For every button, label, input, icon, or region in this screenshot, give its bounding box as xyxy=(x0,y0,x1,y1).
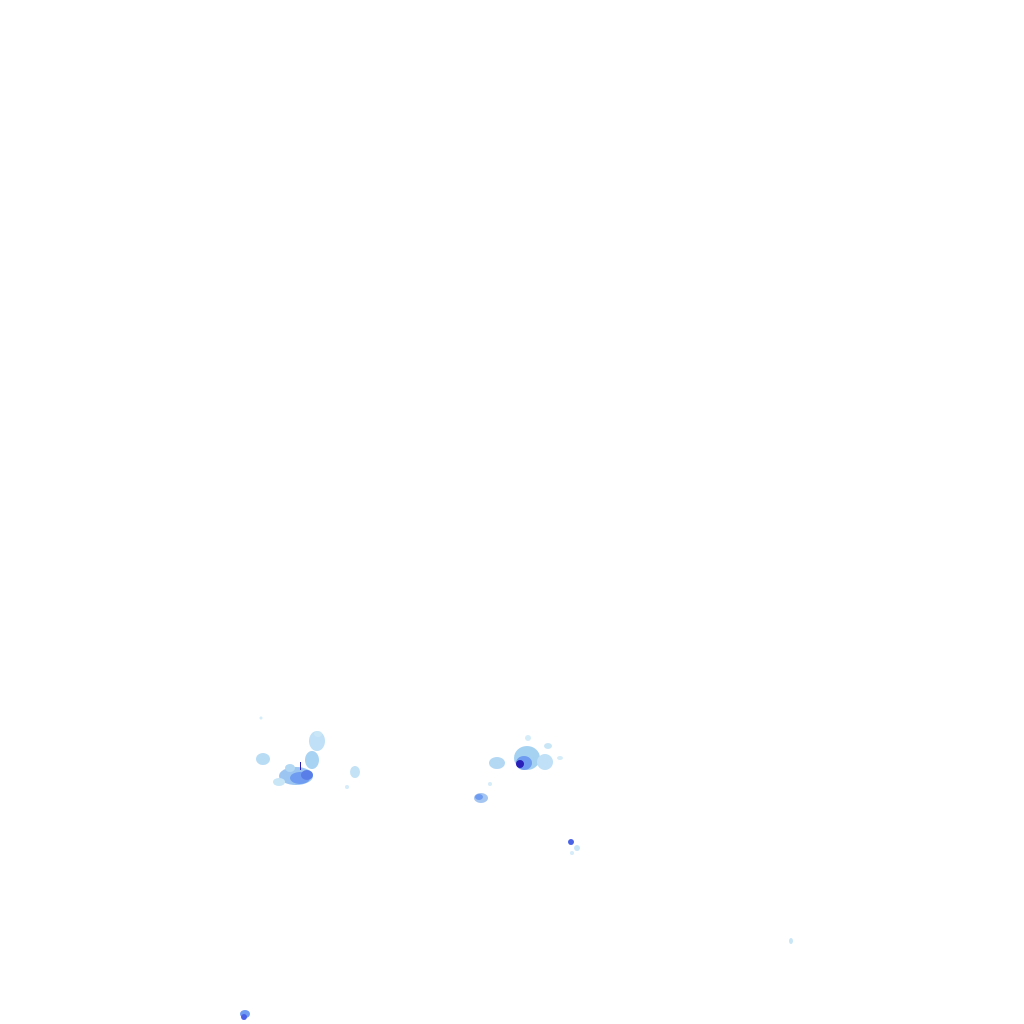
echo-blob xyxy=(570,851,574,855)
echo-blob xyxy=(475,794,483,800)
echo-blob xyxy=(273,778,285,786)
echo-blob xyxy=(259,716,263,720)
echo-blob xyxy=(789,938,793,944)
echo-cell-central-south xyxy=(474,782,492,803)
echo-blob xyxy=(301,770,313,780)
echo-speck-east xyxy=(789,938,793,944)
echo-blob xyxy=(537,754,553,770)
echo-blob xyxy=(516,760,524,768)
echo-blob xyxy=(488,782,492,786)
echo-blob xyxy=(256,753,270,765)
echo-blob xyxy=(557,756,563,760)
echo-blob xyxy=(350,766,360,778)
echo-blob xyxy=(309,731,325,751)
echo-blob xyxy=(285,764,295,772)
echo-streak xyxy=(300,762,301,770)
echo-blob xyxy=(568,839,574,845)
echo-cluster-west xyxy=(256,716,360,789)
echo-blob xyxy=(525,735,531,741)
echo-blob xyxy=(314,731,322,737)
echo-blob xyxy=(305,751,319,769)
echo-cell-bottom-left xyxy=(240,1010,250,1020)
echo-cluster-central xyxy=(489,735,563,770)
echo-blob xyxy=(241,1014,247,1020)
echo-blob xyxy=(345,785,349,789)
echo-blob xyxy=(574,845,580,851)
echo-blob xyxy=(489,757,505,769)
echo-cell-southeast xyxy=(568,839,580,855)
echo-blob xyxy=(544,743,552,749)
